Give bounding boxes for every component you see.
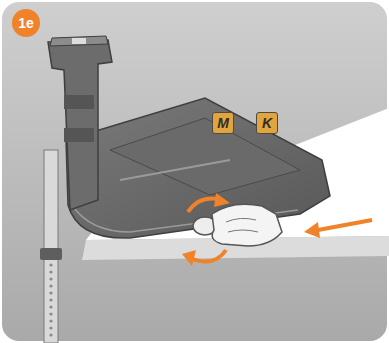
seat-base [66, 98, 330, 238]
step-badge: 1e [12, 9, 40, 37]
upright-top [50, 36, 108, 46]
rotation-arrows [188, 199, 372, 262]
mode-letter: K [262, 116, 272, 130]
finger-lines [226, 218, 258, 232]
upright-band [64, 95, 94, 109]
support-leg [44, 150, 58, 343]
upright-band [64, 128, 94, 142]
mode-tag: K [256, 112, 278, 134]
mode-letter: M [217, 116, 229, 130]
leg-clip [40, 248, 62, 260]
leg-holes [49, 263, 52, 336]
upright-column [48, 40, 112, 210]
step-number: 1e [18, 16, 34, 30]
arrow-heads [182, 193, 320, 266]
upright-button [72, 38, 86, 44]
base-rail [120, 160, 230, 180]
mode-tag: M [212, 112, 234, 134]
hand [212, 204, 282, 246]
